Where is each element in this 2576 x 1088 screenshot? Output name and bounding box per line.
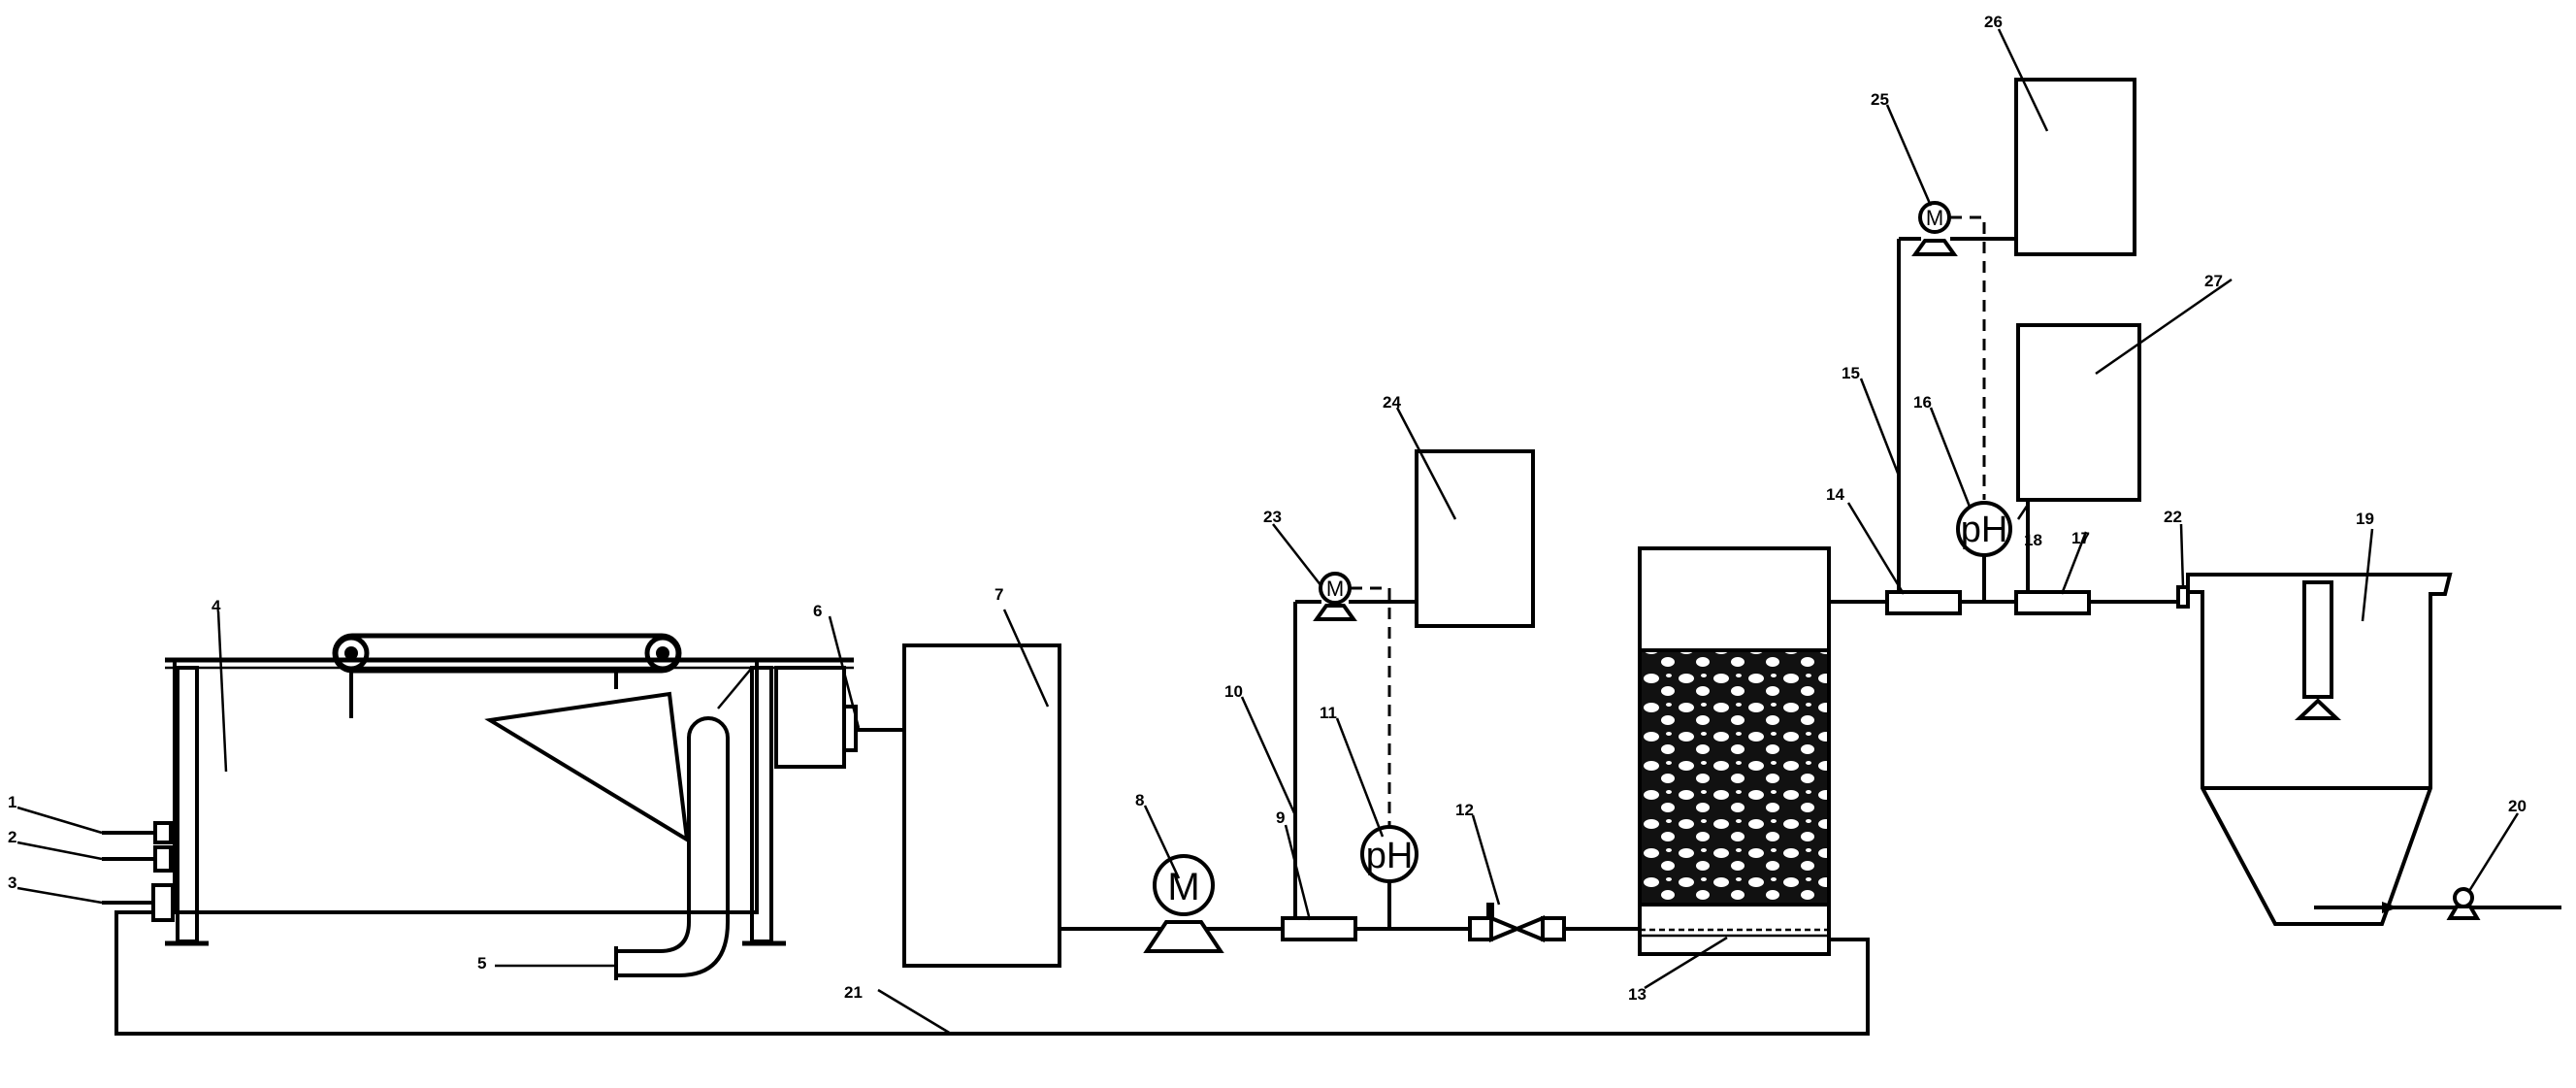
callout-25: 25 [1871, 90, 1889, 109]
callout-6: 6 [813, 602, 822, 620]
callout-labels: 1 2 3 4 5 6 7 8 9 10 11 12 13 14 15 16 1… [8, 13, 2527, 1004]
inclined-plate [484, 691, 690, 843]
callout-11: 11 [1320, 704, 1337, 722]
callout-4: 4 [212, 597, 221, 615]
regulating-tank-7 [902, 643, 1061, 968]
ph-meter-16: pH [1956, 501, 2012, 602]
ph-meter-11-label: pH [1366, 836, 1414, 876]
callout-17: 17 [2071, 529, 2090, 547]
callout-20: 20 [2508, 797, 2527, 815]
callout-16: 16 [1913, 393, 1932, 412]
callout-26: 26 [1984, 13, 2003, 31]
callout-13: 13 [1628, 985, 1647, 1004]
pump-8: M [1143, 854, 1224, 953]
chemical-tank-27 [2016, 323, 2141, 502]
control-line-11 [1351, 586, 1391, 833]
callout-1: 1 [8, 793, 16, 811]
callout-5: 5 [477, 954, 486, 973]
svg-text:M: M [1326, 577, 1344, 601]
ph-meter-11: pH [1360, 825, 1418, 929]
valve-20 [2446, 887, 2481, 920]
callout-14: 14 [1826, 485, 1844, 504]
flow-meter-12 [1468, 903, 1566, 942]
recycle-line-21 [114, 910, 1870, 1036]
callout-21: 21 [844, 983, 863, 1002]
scraper-conveyor [332, 633, 682, 718]
callout-8: 8 [1135, 791, 1144, 809]
control-line-16 [1950, 215, 1986, 500]
callout-10: 10 [1224, 682, 1243, 701]
callout-24: 24 [1383, 393, 1401, 412]
callout-15: 15 [1842, 364, 1860, 382]
conveyor-pulley-left [333, 635, 370, 672]
pump-8-label: M [1167, 866, 1199, 908]
packing-media [1642, 650, 1827, 905]
callout-12: 12 [1455, 801, 1474, 819]
riser-pipe-5 [614, 716, 730, 980]
callout-23: 23 [1263, 508, 1282, 526]
dosing-pump-25: M [1911, 201, 1958, 256]
mixer-17 [2014, 590, 2091, 615]
callout-19: 19 [2356, 510, 2374, 528]
dosing-pump-23: M [1313, 572, 1357, 621]
outlet-box-6 [774, 666, 846, 769]
mixer-14 [1885, 590, 1962, 615]
callout-7: 7 [995, 585, 1003, 604]
callout-27: 27 [2204, 272, 2223, 290]
center-tube [2302, 580, 2333, 699]
svg-text:M: M [1926, 206, 1943, 230]
callout-18: 18 [2024, 531, 2042, 549]
sedimentation-tank-19 [2186, 573, 2561, 926]
inlet-pipes [102, 821, 175, 922]
mixer-9 [1281, 916, 1357, 941]
callout-3: 3 [8, 874, 16, 892]
packed-reactor-13 [1638, 546, 1831, 956]
settling-tank-4 [102, 633, 904, 980]
callout-9: 9 [1276, 808, 1285, 827]
callout-22: 22 [2164, 508, 2182, 526]
ph-meter-16-label: pH [1961, 510, 2008, 550]
leader-lines [16, 28, 2520, 1036]
conveyor-pulley-right [644, 635, 681, 672]
callout-2: 2 [8, 828, 16, 846]
